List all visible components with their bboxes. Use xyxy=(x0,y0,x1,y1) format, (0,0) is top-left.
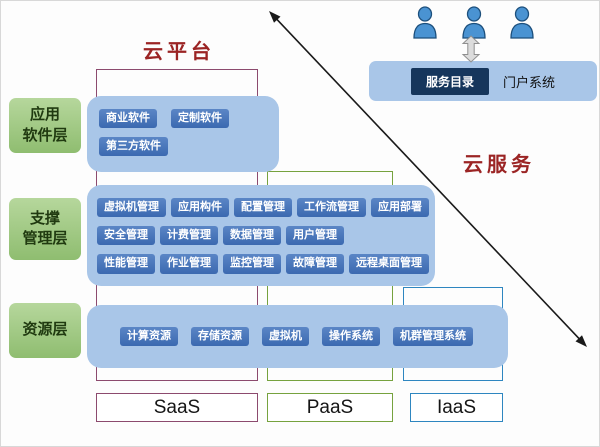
node-custom-software: 定制软件 xyxy=(171,109,229,129)
node-data-management: 数据管理 xyxy=(223,226,281,246)
node-row: 虚拟机管理 应用构件 配置管理 工作流管理 应用部署 xyxy=(97,198,429,218)
node-billing-management: 计费管理 xyxy=(160,226,218,246)
node-third-party-software: 第三方软件 xyxy=(99,137,168,157)
support-management-layer-label: 支撑 管理层 xyxy=(9,198,81,260)
node-row: 安全管理 计费管理 数据管理 用户管理 xyxy=(97,226,425,246)
iaas-label: IaaS xyxy=(436,396,477,418)
user-icon xyxy=(413,6,437,39)
user-icons xyxy=(413,6,534,39)
node-commercial-software: 商业软件 xyxy=(99,109,157,129)
node-config-management: 配置管理 xyxy=(234,198,292,218)
portal-system-label: 门户系统 xyxy=(503,74,556,90)
node-storage-resources: 存储资源 xyxy=(191,327,249,347)
node-cluster-management-system: 机群管理系统 xyxy=(393,327,473,347)
node-workflow-management: 工作流管理 xyxy=(297,198,366,218)
user-icon xyxy=(462,6,486,39)
saas-box: SaaS xyxy=(96,393,258,422)
node-row: 性能管理 作业管理 监控管理 故障管理 远程桌面管理 xyxy=(97,254,429,274)
node-monitoring-management: 监控管理 xyxy=(223,254,281,274)
node-job-management: 作业管理 xyxy=(160,254,218,274)
node-user-management: 用户管理 xyxy=(286,226,344,246)
node-row: 商业软件 定制软件 xyxy=(99,109,267,129)
node-operating-system: 操作系统 xyxy=(322,327,380,347)
node-row: 计算资源 存储资源 虚拟机 操作系统 机群管理系统 xyxy=(120,327,497,347)
node-security-management: 安全管理 xyxy=(97,226,155,246)
bidirectional-arrow-icon xyxy=(461,35,481,63)
management-layer-panel: 虚拟机管理 应用构件 配置管理 工作流管理 应用部署 安全管理 计费管理 数据管… xyxy=(87,185,435,286)
application-software-layer-label: 应用 软件层 xyxy=(9,98,81,153)
node-remote-desktop-management: 远程桌面管理 xyxy=(349,254,429,274)
node-performance-management: 性能管理 xyxy=(97,254,155,274)
service-catalog-button: 服务目录 xyxy=(410,67,489,95)
paas-label: PaaS xyxy=(306,396,354,418)
node-vm-management: 虚拟机管理 xyxy=(97,198,166,218)
arrowhead-bottom xyxy=(575,335,587,347)
node-app-components: 应用构件 xyxy=(171,198,229,218)
node-row: 第三方软件 xyxy=(99,137,267,157)
resource-layer-panel: 计算资源 存储资源 虚拟机 操作系统 机群管理系统 xyxy=(87,305,508,368)
node-app-deployment: 应用部署 xyxy=(371,198,429,218)
saas-label: SaaS xyxy=(153,396,201,418)
user-icon xyxy=(510,6,534,39)
resource-layer-label: 资源层 xyxy=(9,303,81,358)
application-layer-panel: 商业软件 定制软件 第三方软件 xyxy=(87,96,279,172)
cloud-platform-title: 云平台 xyxy=(143,41,215,63)
iaas-box: IaaS xyxy=(410,393,503,422)
node-compute-resources: 计算资源 xyxy=(120,327,178,347)
node-virtual-machine: 虚拟机 xyxy=(262,327,309,347)
node-fault-management: 故障管理 xyxy=(286,254,344,274)
paas-box: PaaS xyxy=(267,393,393,422)
cloud-service-title: 云服务 xyxy=(463,154,535,176)
portal-panel: 服务目录 门户系统 xyxy=(369,61,597,101)
arrowhead-top xyxy=(269,11,281,23)
